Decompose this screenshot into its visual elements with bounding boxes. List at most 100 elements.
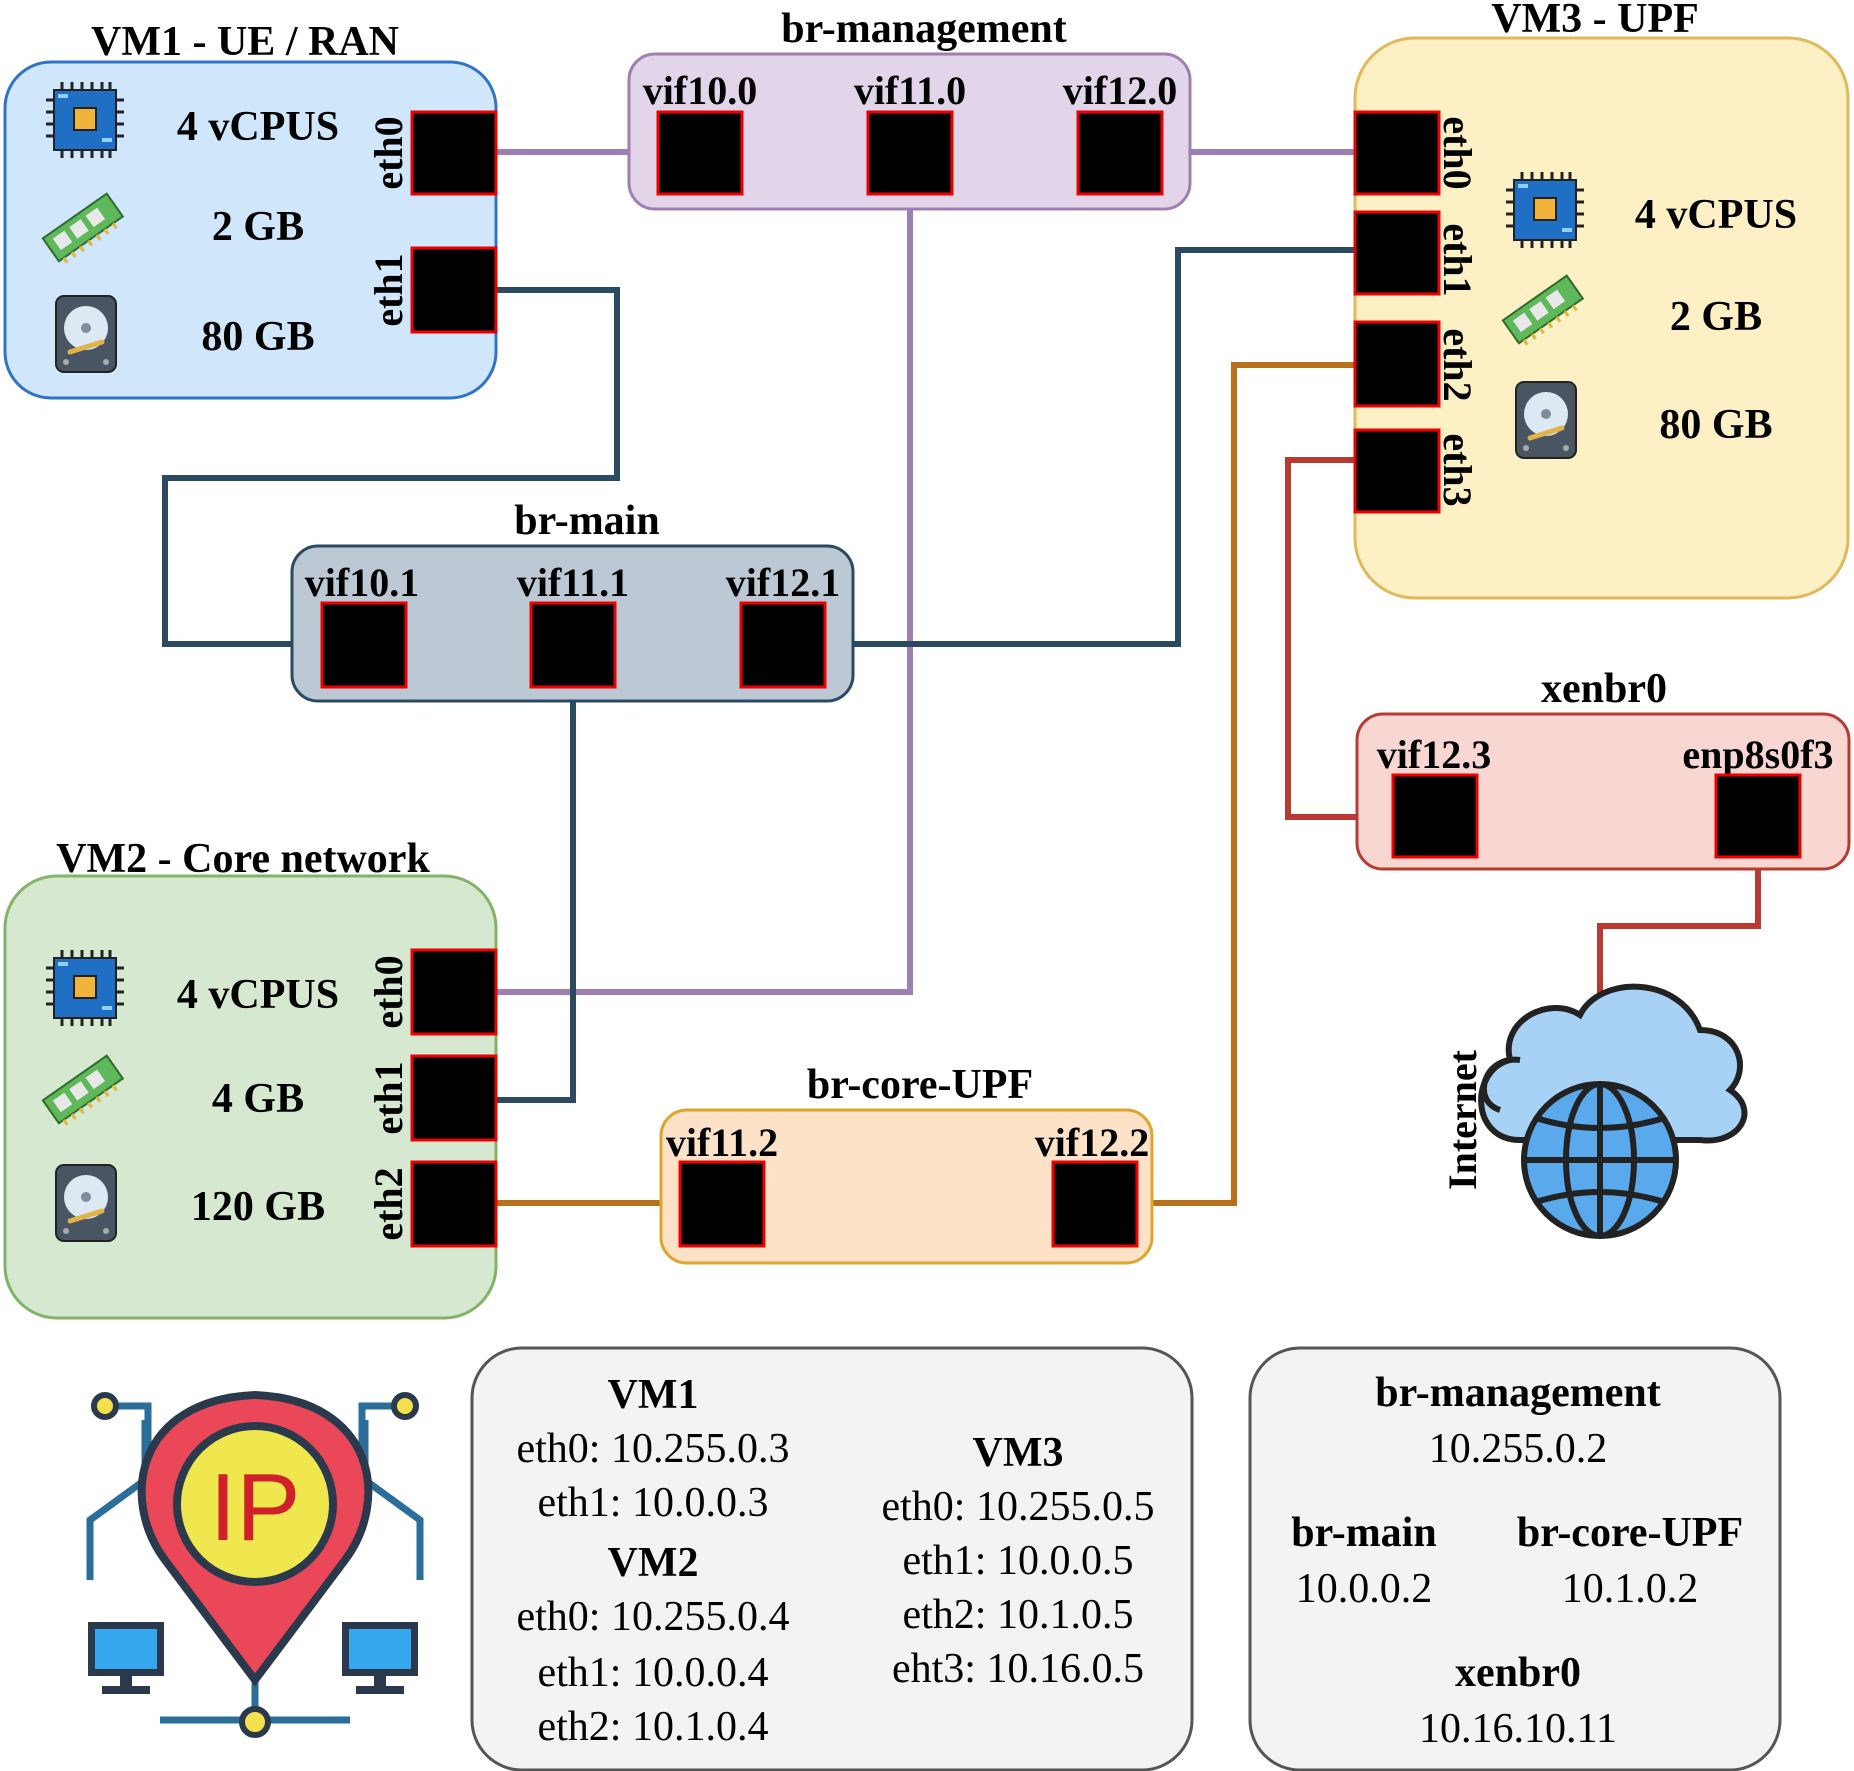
vm3-eth3-port[interactable]: [1353, 428, 1441, 514]
link-vm3-eth3-to-vif12-3: [1285, 457, 1393, 820]
link-vif12-2-to-vm3-eth2: [1137, 362, 1355, 1206]
vif12-2-port[interactable]: [1051, 1160, 1139, 1248]
vm1-container: [3, 60, 498, 400]
vm3-ram: 2 GB: [1670, 294, 1762, 340]
vm1-title: VM1 - UE / RAN: [91, 19, 399, 65]
br-core-upf-container: [659, 1108, 1154, 1265]
vm2-cpu: 4 vCPUS: [177, 972, 339, 1018]
vm2-eth0-label: eth0: [366, 955, 411, 1028]
vm3-eth2-label: eth2: [1435, 328, 1480, 401]
vm1-eth0-port[interactable]: [410, 110, 498, 196]
cpu-icon: [1504, 170, 1586, 250]
cloud-globe-icon: [1478, 983, 1748, 1239]
vm2-box: VM2 - Core network 4 vCPUS 4 GB 120 GB e…: [3, 836, 498, 1320]
br-management-title: br-management: [781, 6, 1066, 52]
vm2-ram: 4 GB: [212, 1076, 304, 1122]
ip-vm2-title: VM2: [608, 1540, 699, 1586]
br-main-title: br-main: [514, 498, 659, 544]
ip-vm1-eth1: eth1: 10.0.0.3: [538, 1480, 769, 1526]
vif10-0-label: vif10.0: [643, 68, 757, 113]
link-vif12-1-to-vm3-eth1: [825, 247, 1355, 647]
vm-ip-container: [470, 1346, 1194, 1771]
ip-vm2-eth2: eth2: 10.1.0.4: [538, 1704, 769, 1750]
vif12-1-port[interactable]: [739, 601, 827, 689]
vm3-eth2-port[interactable]: [1353, 320, 1441, 408]
ip-br-management-value: 10.255.0.2: [1429, 1426, 1608, 1472]
ip-br-main-value: 10.0.0.2: [1296, 1566, 1433, 1612]
vif10-0-port[interactable]: [656, 110, 744, 196]
internet-cloud: Internet: [1440, 983, 1748, 1239]
vm1-cpu: 4 vCPUS: [177, 104, 339, 150]
vif11-0-label: vif11.0: [854, 68, 966, 113]
vm2-eth1-port[interactable]: [410, 1054, 498, 1142]
vm3-title: VM3 - UPF: [1491, 0, 1699, 42]
link-enp8s0f3-to-internet: [1597, 858, 1761, 1000]
xenbr0-box: xenbr0 vif12.3 enp8s0f3: [1355, 666, 1851, 871]
br-core-upf-box: br-core-UPF vif11.2 vif12.2: [659, 1062, 1154, 1265]
ip-br-management-title: br-management: [1375, 1370, 1660, 1416]
ip-vm3-title: VM3: [973, 1430, 1064, 1476]
ip-br-core-upf-title: br-core-UPF: [1517, 1510, 1743, 1556]
vm3-eth0-port[interactable]: [1353, 110, 1441, 196]
ip-xenbr0-value: 10.16.10.11: [1419, 1706, 1617, 1752]
ip-br-main-title: br-main: [1291, 1510, 1436, 1556]
vm3-eth1-label: eth1: [1435, 223, 1480, 296]
hard-disk-icon: [56, 296, 116, 372]
enp8s0f3-port[interactable]: [1714, 773, 1802, 859]
vm3-eth0-label: eth0: [1435, 116, 1480, 189]
xenbr0-title: xenbr0: [1541, 666, 1667, 712]
vif12-0-port[interactable]: [1076, 110, 1164, 196]
bridge-ip-container: [1248, 1346, 1782, 1771]
ip-br-core-upf-value: 10.1.0.2: [1562, 1566, 1699, 1612]
vm2-eth2-label: eth2: [366, 1167, 411, 1240]
cpu-icon: [44, 948, 126, 1028]
internet-label: Internet: [1440, 1049, 1485, 1190]
vm1-ram: 2 GB: [212, 204, 304, 250]
vif11-1-port[interactable]: [529, 601, 617, 689]
hard-disk-icon: [56, 1165, 116, 1241]
br-main-box: br-main vif10.1 vif11.1 vif12.1: [290, 498, 855, 703]
ip-address-icon: IP: [86, 1390, 424, 1738]
vm2-eth1-label: eth1: [366, 1061, 411, 1134]
vm1-eth1-label: eth1: [366, 253, 411, 326]
ip-vm2-eth0: eth0: 10.255.0.4: [517, 1594, 790, 1640]
br-management-box: br-management vif10.0 vif11.0 vif12.0: [627, 6, 1192, 211]
ip-xenbr0-title: xenbr0: [1455, 1650, 1581, 1696]
vif12-0-label: vif12.0: [1063, 68, 1177, 113]
ip-vm3-eth0: eth0: 10.255.0.5: [882, 1484, 1155, 1530]
ip-vm3-eth1: eth1: 10.0.0.5: [903, 1538, 1134, 1584]
monitor-icon: [342, 1622, 418, 1694]
vm1-disk: 80 GB: [201, 314, 314, 360]
hard-disk-icon: [1516, 382, 1576, 458]
ip-vm3-eth3: eht3: 10.16.0.5: [892, 1646, 1144, 1692]
vm3-eth1-port[interactable]: [1353, 210, 1441, 296]
bridge-ip-panel: br-management 10.255.0.2 br-main 10.0.0.…: [1248, 1346, 1782, 1771]
ip-vm1-title: VM1: [608, 1372, 699, 1418]
vm2-eth0-port[interactable]: [410, 948, 498, 1036]
vif10-1-port[interactable]: [320, 601, 408, 689]
vm3-container: [1353, 36, 1850, 600]
vm1-eth1-port[interactable]: [410, 246, 498, 334]
ip-vm1-eth0: eth0: 10.255.0.3: [517, 1426, 790, 1472]
ip-vm3-eth2: eth2: 10.1.0.5: [903, 1592, 1134, 1638]
monitor-icon: [88, 1622, 164, 1694]
vm3-eth3-label: eth3: [1435, 433, 1480, 506]
vif11-2-port[interactable]: [678, 1160, 766, 1248]
vif12-3-label: vif12.3: [1377, 732, 1491, 777]
links: [162, 149, 1761, 1206]
ip-icon-letters: IP: [210, 1454, 301, 1561]
vm-ip-panel: VM1 eth0: 10.255.0.3 eth1: 10.0.0.3 VM2 …: [470, 1346, 1194, 1771]
cpu-icon: [44, 80, 126, 160]
vm2-eth2-port[interactable]: [410, 1160, 498, 1248]
vif11-1-label: vif11.1: [517, 560, 629, 605]
link-vif11-1-to-vm2-eth1: [497, 687, 576, 1103]
link-vm1-eth1-to-vif10-1: [162, 287, 620, 647]
link-vif11-0-to-vm2-eth0: [497, 195, 913, 995]
vm2-title: VM2 - Core network: [56, 836, 430, 882]
vif11-2-label: vif11.2: [666, 1120, 778, 1165]
vm3-cpu: 4 vCPUS: [1635, 192, 1797, 238]
vm1-box: VM1 - UE / RAN 4 vCPUS 2 GB 80 GB eth0 e…: [3, 19, 498, 400]
vif12-3-port[interactable]: [1391, 773, 1479, 859]
vif11-0-port[interactable]: [866, 110, 954, 196]
